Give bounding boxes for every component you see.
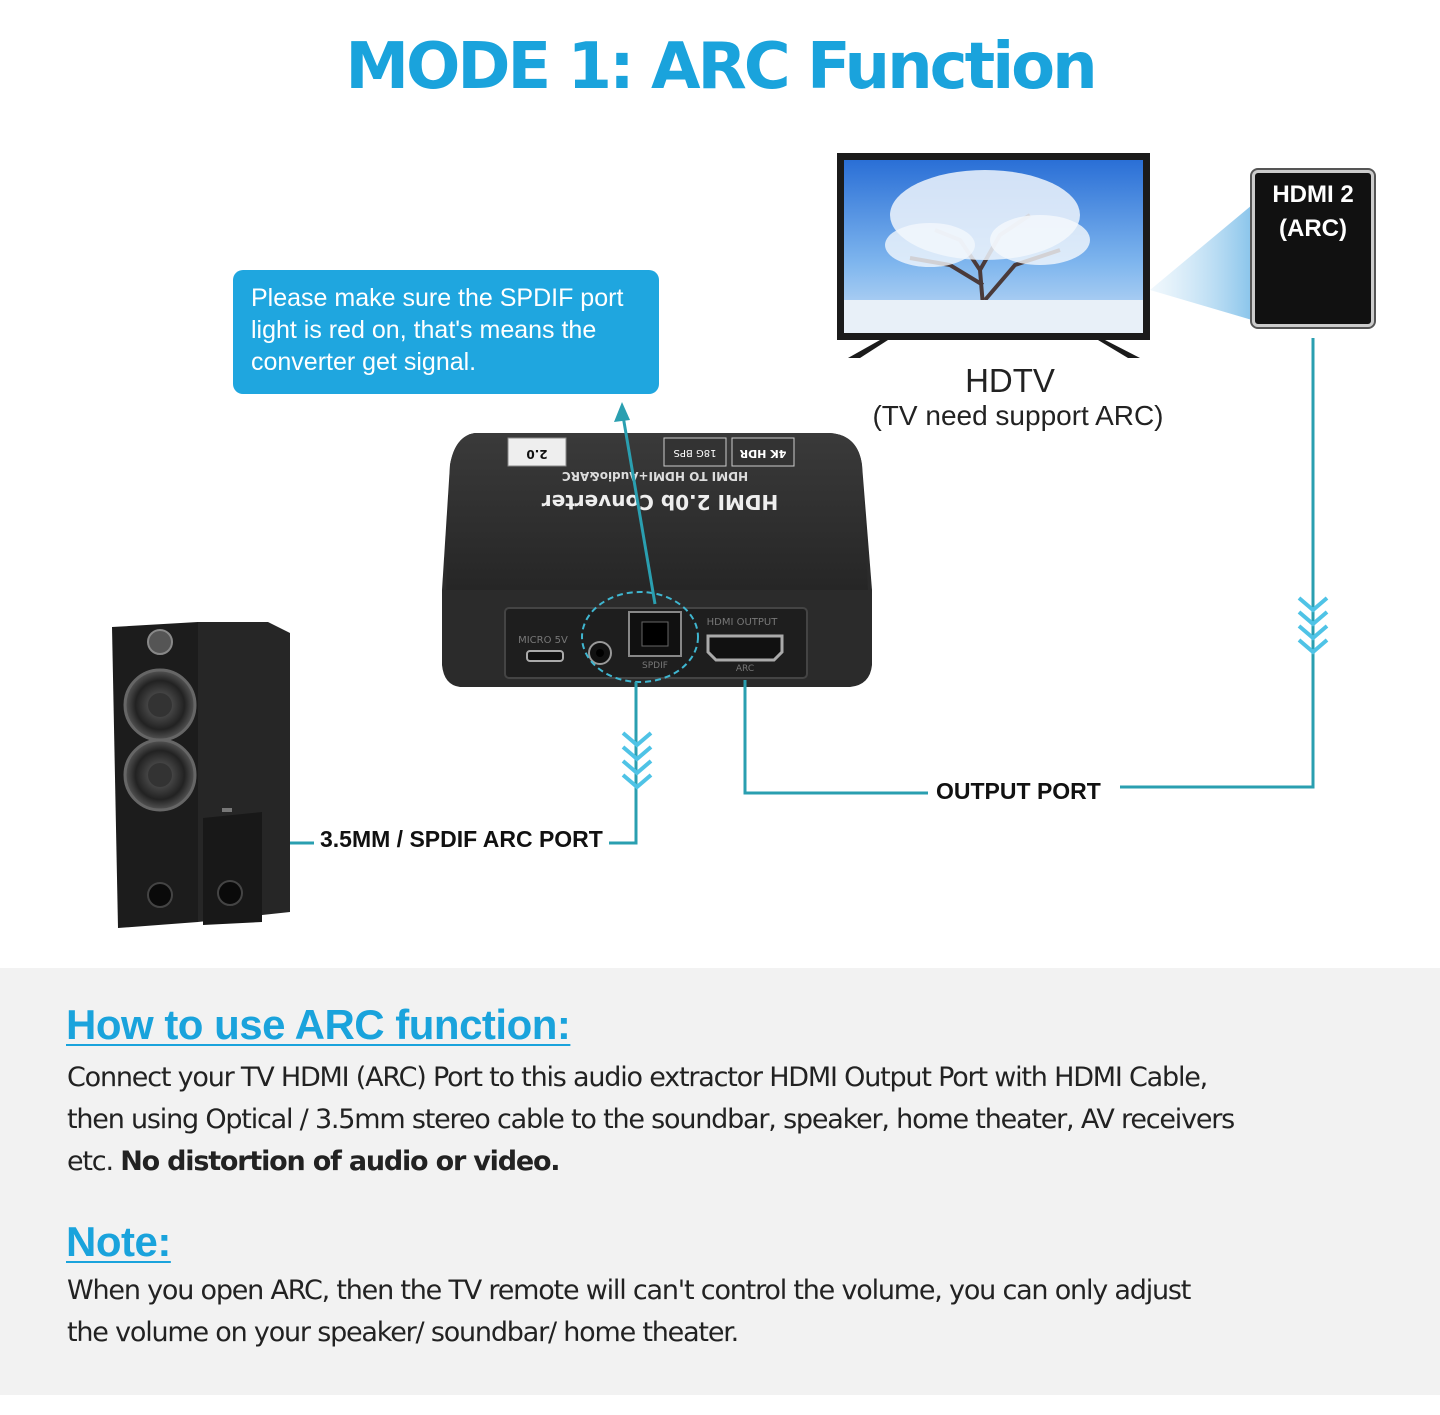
signal-callout: Please make sure the SPDIF port light is… xyxy=(233,270,659,394)
diagram-artwork: 2.0 18G BPS 4K HDR HDMI 2.0b Converter H… xyxy=(112,153,1330,928)
hdtv-sublabel: (TV need support ARC) xyxy=(872,400,1164,431)
port-box-line: HDMI 2 xyxy=(1272,181,1354,208)
converter-device: 2.0 18G BPS 4K HDR HDMI 2.0b Converter H… xyxy=(442,433,872,687)
connector-lines xyxy=(290,338,1315,845)
how-to-emphasis: No distortion of audio or video. xyxy=(120,1146,560,1177)
zoom-beam xyxy=(1150,205,1252,320)
how-to-text: etc. xyxy=(67,1146,121,1177)
callout-line: converter get signal. xyxy=(251,348,477,376)
arrow-head-callout xyxy=(614,402,630,422)
port-box-line: (ARC) xyxy=(1279,215,1347,242)
output-port-label: OUTPUT PORT xyxy=(930,778,1107,805)
badge-2: 18G BPS xyxy=(674,447,717,458)
hdmi-arc-port-box: HDMI 2 (ARC) xyxy=(1250,168,1376,329)
device-title-text: HDMI 2.0b Converter xyxy=(542,490,779,514)
badge-1: 4K HDR xyxy=(739,447,786,460)
port-spdif-label: SPDIF xyxy=(642,661,668,671)
speaker-illustration xyxy=(112,622,290,928)
chevron-down-icon xyxy=(621,731,653,790)
callout-line: light is red on, that's means the xyxy=(251,316,597,344)
tv-illustration xyxy=(837,153,1150,358)
port-arc-label: ARC xyxy=(736,664,754,674)
note-line: the volume on your speaker/ soundbar/ ho… xyxy=(67,1317,739,1348)
note-line: When you open ARC, then the TV remote wi… xyxy=(67,1275,1191,1306)
callout-line: Please make sure the SPDIF port xyxy=(251,284,624,312)
note-heading: Note: xyxy=(66,1218,171,1265)
port-micro-label: MICRO 5V xyxy=(518,635,568,646)
hdtv-label: HDTV xyxy=(965,362,1055,399)
how-to-line: Connect your TV HDMI (ARC) Port to this … xyxy=(67,1062,1208,1093)
page-title: MODE 1: ARC Function xyxy=(345,30,1097,104)
port-hdmi-output-label: HDMI OUTPUT xyxy=(707,617,779,628)
how-to-heading: How to use ARC function: xyxy=(66,1001,571,1048)
instructions-panel: How to use ARC function: Connect your TV… xyxy=(0,968,1440,1395)
how-to-line: etc. No distortion of audio or video. xyxy=(67,1146,561,1177)
spdif-port-label: 3.5MM / SPDIF ARC PORT xyxy=(314,826,609,853)
badge-3: 2.0 xyxy=(526,447,547,461)
device-subtitle-text: HDMI TO HDMI+Audio&ARC xyxy=(562,469,748,483)
chevron-down-icon xyxy=(1297,596,1329,655)
how-to-line: then using Optical / 3.5mm stereo cable … xyxy=(67,1104,1235,1135)
